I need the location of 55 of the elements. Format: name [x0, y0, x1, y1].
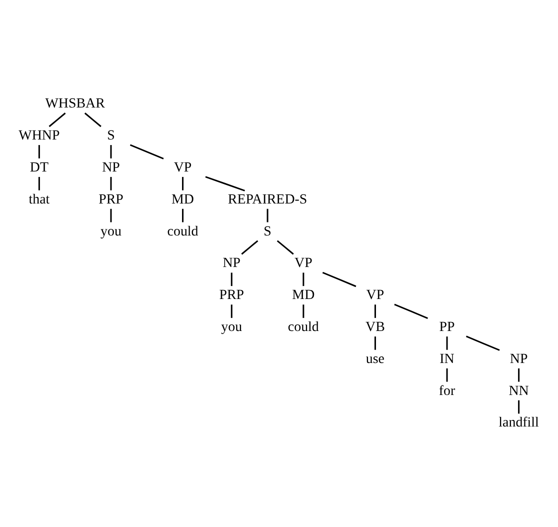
- node-text: WHNP: [18, 128, 60, 144]
- node-text: you: [100, 224, 122, 240]
- node-text: could: [288, 320, 319, 336]
- connector: [374, 336, 376, 350]
- connector: [182, 176, 184, 190]
- connector: [230, 304, 232, 318]
- node-text: S: [107, 128, 115, 144]
- node-text: VP: [174, 160, 192, 176]
- connector: [302, 304, 304, 318]
- node-text: NP: [510, 352, 528, 367]
- node-text: DT: [30, 160, 48, 176]
- connector: [466, 336, 500, 351]
- node-text: use: [366, 352, 385, 367]
- connector: [38, 145, 40, 158]
- connector: [48, 112, 66, 128]
- node-text: landfill: [498, 416, 539, 431]
- connector: [266, 208, 268, 222]
- node-text: PRP: [98, 192, 124, 208]
- connector: [241, 240, 258, 255]
- node-text: MD: [172, 192, 194, 208]
- node-text: WHSBAR: [45, 96, 105, 112]
- connector: [446, 368, 448, 382]
- node-text: MD: [292, 288, 315, 304]
- node-text: VP: [366, 288, 384, 304]
- connector: [276, 240, 294, 255]
- node-text: NN: [508, 384, 529, 399]
- node-text: NP: [102, 160, 120, 176]
- connector: [230, 272, 232, 286]
- node-text: VP: [294, 256, 312, 272]
- connector: [110, 176, 112, 190]
- node-text: IN: [440, 352, 454, 367]
- connector: [205, 176, 245, 192]
- node-text: PP: [439, 320, 455, 336]
- connector: [518, 368, 520, 382]
- connector: [518, 400, 520, 414]
- connector: [374, 304, 376, 318]
- node-text: PRP: [219, 288, 244, 304]
- connector: [446, 336, 448, 350]
- node-text: you: [221, 320, 242, 336]
- node-text: that: [28, 192, 50, 208]
- node-text: NP: [222, 256, 241, 272]
- node-text: REPAIRED-S: [228, 192, 308, 208]
- connector: [84, 112, 102, 128]
- connector: [302, 272, 304, 286]
- connector: [110, 145, 112, 158]
- connector: [322, 272, 356, 288]
- connector: [110, 208, 112, 222]
- connector: [394, 304, 428, 319]
- node-text: for: [438, 384, 456, 399]
- node-text: VB: [366, 320, 385, 336]
- node-text: could: [167, 224, 198, 240]
- connector: [130, 144, 164, 160]
- connector: [182, 208, 184, 222]
- node-text: S: [264, 224, 272, 240]
- connector: [38, 176, 40, 190]
